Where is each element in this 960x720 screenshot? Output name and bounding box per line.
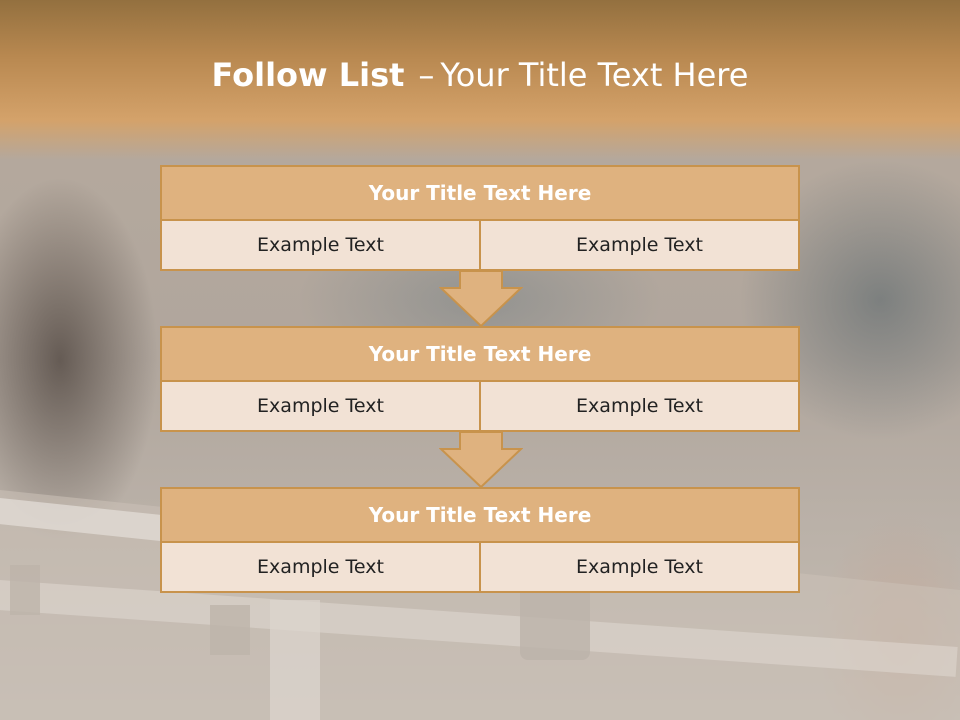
follow-block-3: Your Title Text Here Example Text Exampl… bbox=[160, 487, 800, 593]
title-bold: Follow List bbox=[211, 56, 405, 94]
block-row: Example Text Example Text bbox=[160, 221, 800, 271]
block-title: Your Title Text Here bbox=[160, 165, 800, 221]
title-rest: Your Title Text Here bbox=[440, 56, 749, 94]
block-cell-left: Example Text bbox=[160, 543, 481, 593]
block-cell-right: Example Text bbox=[481, 221, 800, 271]
slide-title: Follow List–Your Title Text Here bbox=[0, 52, 960, 98]
block-cell-left: Example Text bbox=[160, 382, 481, 432]
block-cell-right: Example Text bbox=[481, 543, 800, 593]
block-title: Your Title Text Here bbox=[160, 487, 800, 543]
title-separator: – bbox=[418, 56, 435, 94]
block-row: Example Text Example Text bbox=[160, 382, 800, 432]
down-arrow-icon bbox=[439, 431, 523, 489]
block-row: Example Text Example Text bbox=[160, 543, 800, 593]
follow-block-1: Your Title Text Here Example Text Exampl… bbox=[160, 165, 800, 271]
header-band bbox=[0, 0, 960, 160]
down-arrow-icon bbox=[439, 270, 523, 328]
block-cell-left: Example Text bbox=[160, 221, 481, 271]
follow-block-2: Your Title Text Here Example Text Exampl… bbox=[160, 326, 800, 432]
block-title: Your Title Text Here bbox=[160, 326, 800, 382]
block-cell-right: Example Text bbox=[481, 382, 800, 432]
